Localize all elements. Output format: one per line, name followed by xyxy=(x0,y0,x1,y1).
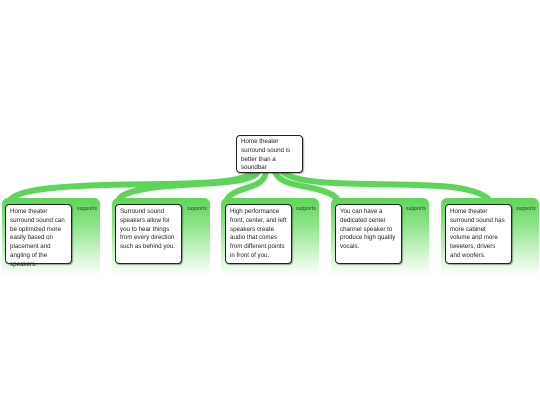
child-node-1-text: Home theater surround sound can be optim… xyxy=(10,208,65,268)
relation-label-3: supports xyxy=(296,206,316,212)
child-node-5[interactable]: Home theater surround sound has more cab… xyxy=(445,204,512,264)
child-node-4[interactable]: You can have a dedicated center channel … xyxy=(335,204,402,264)
relation-label-4: supports xyxy=(406,206,426,212)
child-node-3[interactable]: High performance front, center, and left… xyxy=(225,204,292,264)
root-node[interactable]: Home theater surround sound is better th… xyxy=(236,135,303,173)
child-node-3-text: High performance front, center, and left… xyxy=(230,208,287,259)
child-node-5-text: Home theater surround sound has more cab… xyxy=(450,208,505,259)
relation-label-1: supports xyxy=(77,206,97,212)
relation-label-2: supports xyxy=(187,206,207,212)
connector-branch-5 xyxy=(280,169,495,206)
root-node-text: Home theater surround sound is better th… xyxy=(241,138,291,172)
connector-branch-2 xyxy=(115,169,261,206)
child-node-2-text: Surround sound speakers allow for you to… xyxy=(120,208,176,251)
child-node-4-text: You can have a dedicated center channel … xyxy=(340,208,396,251)
child-node-2[interactable]: Surround sound speakers allow for you to… xyxy=(115,204,182,264)
child-node-1[interactable]: Home theater surround sound can be optim… xyxy=(5,204,72,268)
relation-label-5: supports xyxy=(516,206,536,212)
